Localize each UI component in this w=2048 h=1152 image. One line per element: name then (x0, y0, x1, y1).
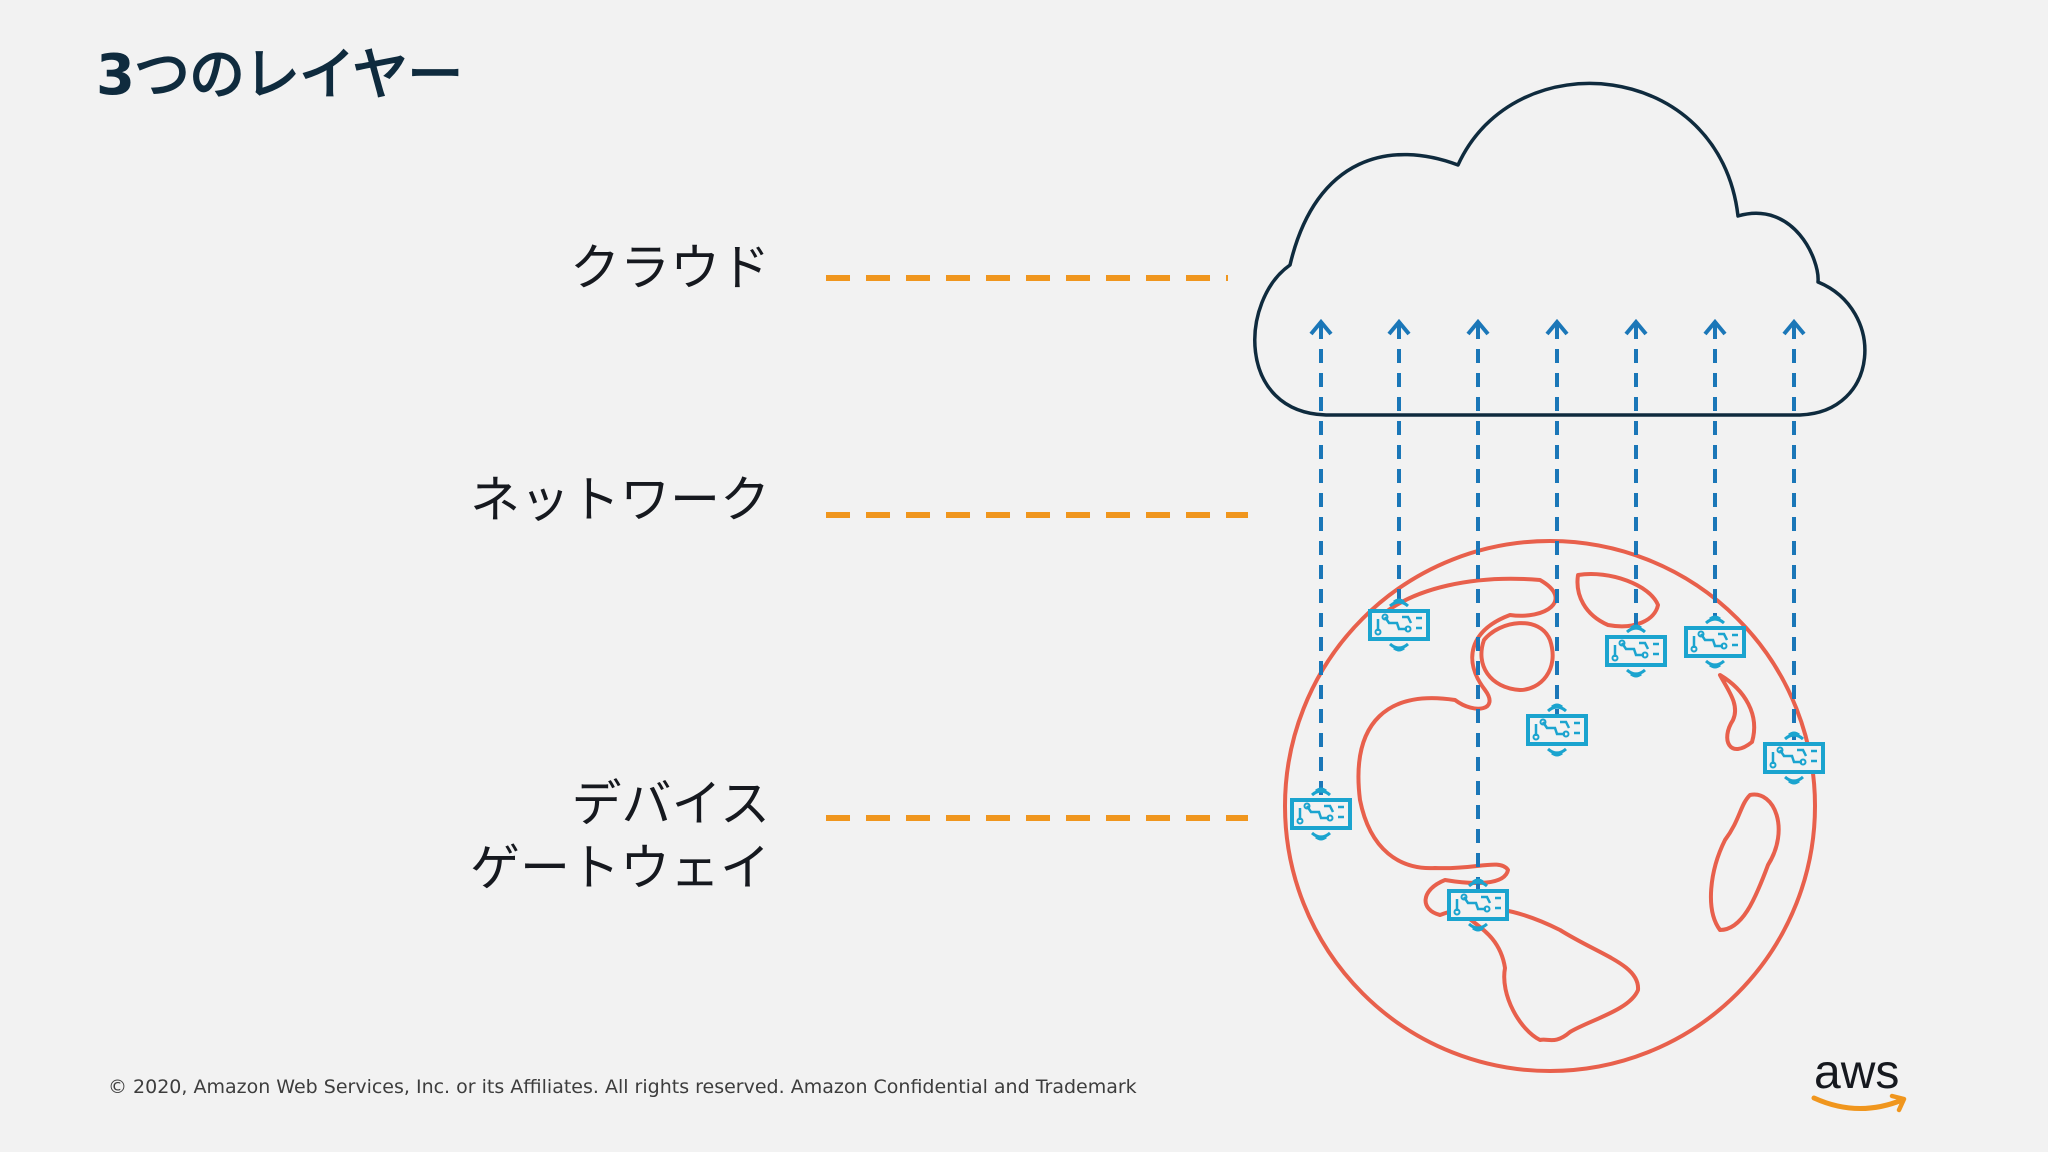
up-arrow-head-6 (1703, 318, 1727, 336)
aws-smile-arrow-icon (1889, 1093, 1907, 1113)
copyright-footer: © 2020, Amazon Web Services, Inc. or its… (108, 1076, 1137, 1098)
up-arrow-head-2 (1387, 318, 1411, 336)
layer-label-cloud: クラウド (570, 239, 770, 297)
up-arrow-head-3 (1466, 318, 1490, 336)
up-arrow-head-5 (1624, 318, 1648, 336)
up-arrow-head-4 (1545, 318, 1569, 336)
aws-logo-text: aws (1814, 1046, 1899, 1099)
iot-device-icon (1290, 787, 1352, 841)
iot-device-icon (1684, 615, 1746, 669)
cloud-outline-icon (1253, 81, 1867, 417)
layer-label-devices-line2: ゲートウェイ (470, 839, 770, 897)
slide-title: 3つのレイヤー (96, 43, 463, 108)
up-arrow-head-1 (1309, 318, 1333, 336)
upload-arrows (1309, 318, 1806, 890)
iot-device-icon (1368, 598, 1430, 652)
aws-logo: aws (1811, 1046, 1907, 1113)
layer-label-network: ネットワーク (470, 471, 770, 529)
aws-smile-icon (1811, 1095, 1905, 1111)
up-arrow-head-7 (1782, 318, 1806, 336)
layer-label-devices: デバイス ゲートウェイ (470, 772, 770, 900)
globe-icon (1283, 539, 1817, 1073)
iot-device-icon (1605, 624, 1667, 678)
layer-label-devices-line1: デバイス (571, 775, 771, 833)
